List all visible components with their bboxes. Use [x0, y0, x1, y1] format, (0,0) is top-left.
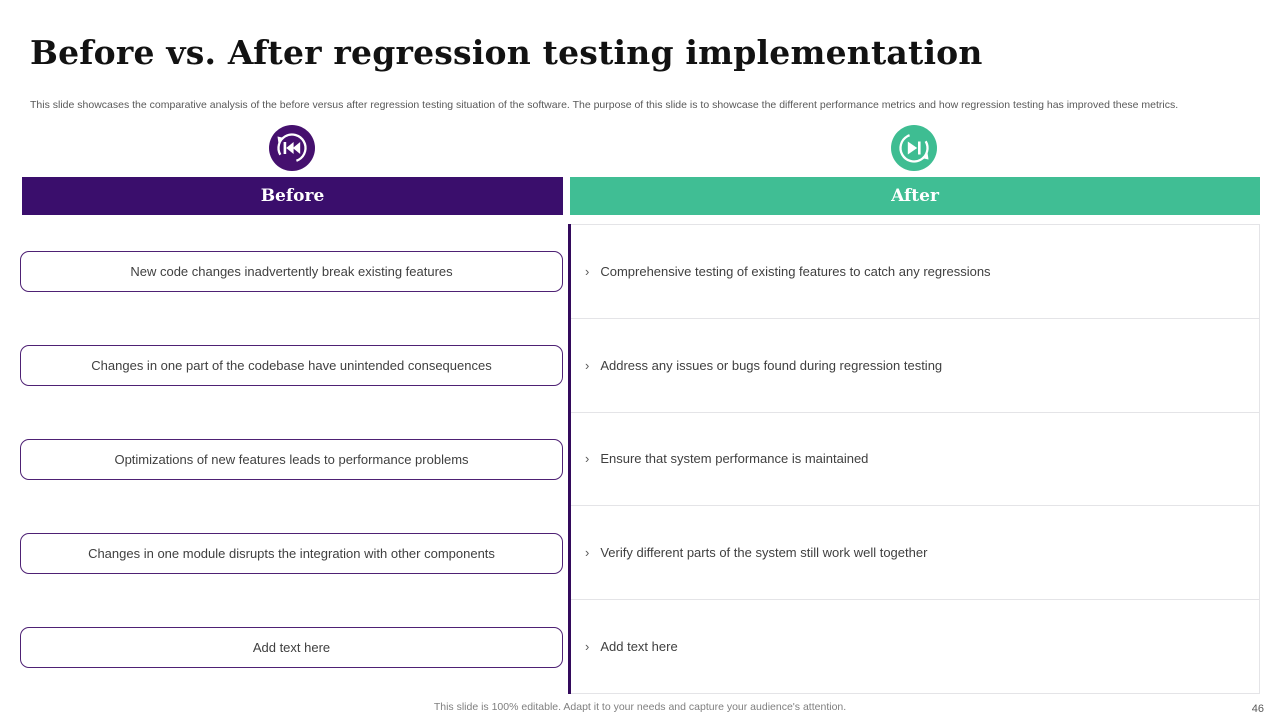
after-row: › Comprehensive testing of existing feat… [571, 225, 1259, 319]
page-title: Before vs. After regression testing impl… [30, 33, 983, 72]
column-divider-line [568, 224, 571, 694]
after-item-text: Comprehensive testing of existing featur… [600, 263, 991, 279]
after-row: › Ensure that system performance is main… [571, 413, 1259, 507]
before-item-box: Optimizations of new features leads to p… [20, 438, 563, 480]
after-item-text: Ensure that system performance is mainta… [600, 451, 869, 467]
before-row: Optimizations of new features leads to p… [20, 412, 563, 506]
before-item-box: New code changes inadvertently break exi… [20, 250, 563, 292]
before-column-header: Before [22, 177, 563, 215]
slide-footer-note: This slide is 100% editable. Adapt it to… [433, 701, 847, 713]
slide-page-number: 46 [1251, 703, 1264, 715]
after-row: › Verify different parts of the system s… [571, 506, 1259, 601]
chevron-bullet-icon: › [585, 263, 590, 279]
rewind-circle-icon [269, 125, 315, 171]
slide-subtitle: This slide showcases the comparative ana… [30, 99, 1179, 111]
after-header-label: After [891, 186, 939, 206]
chevron-bullet-icon: › [585, 545, 590, 561]
chevron-bullet-icon: › [585, 451, 590, 467]
after-item-placeholder-text: Add text here [600, 639, 678, 655]
after-column-header: After [570, 177, 1260, 215]
before-row: Add text here [20, 600, 563, 694]
before-row: Changes in one module disrupts the integ… [20, 506, 563, 600]
before-item-placeholder-box: Add text here [20, 626, 563, 668]
before-item-box: Changes in one part of the codebase have… [20, 344, 563, 386]
skip-forward-circle-icon [891, 125, 937, 171]
after-row: › Address any issues or bugs found durin… [571, 319, 1259, 413]
chevron-bullet-icon: › [585, 639, 590, 655]
chevron-bullet-icon: › [585, 357, 590, 373]
after-item-text: Verify different parts of the system sti… [600, 545, 928, 561]
before-column: New code changes inadvertently break exi… [20, 224, 563, 694]
before-item-box: Changes in one module disrupts the integ… [20, 532, 563, 574]
before-header-label: Before [260, 186, 325, 206]
after-row: › Add text here [571, 600, 1259, 694]
before-row: New code changes inadvertently break exi… [20, 224, 563, 318]
after-column: › Comprehensive testing of existing feat… [571, 224, 1260, 694]
before-row: Changes in one part of the codebase have… [20, 318, 563, 412]
after-item-text: Address any issues or bugs found during … [600, 357, 943, 373]
